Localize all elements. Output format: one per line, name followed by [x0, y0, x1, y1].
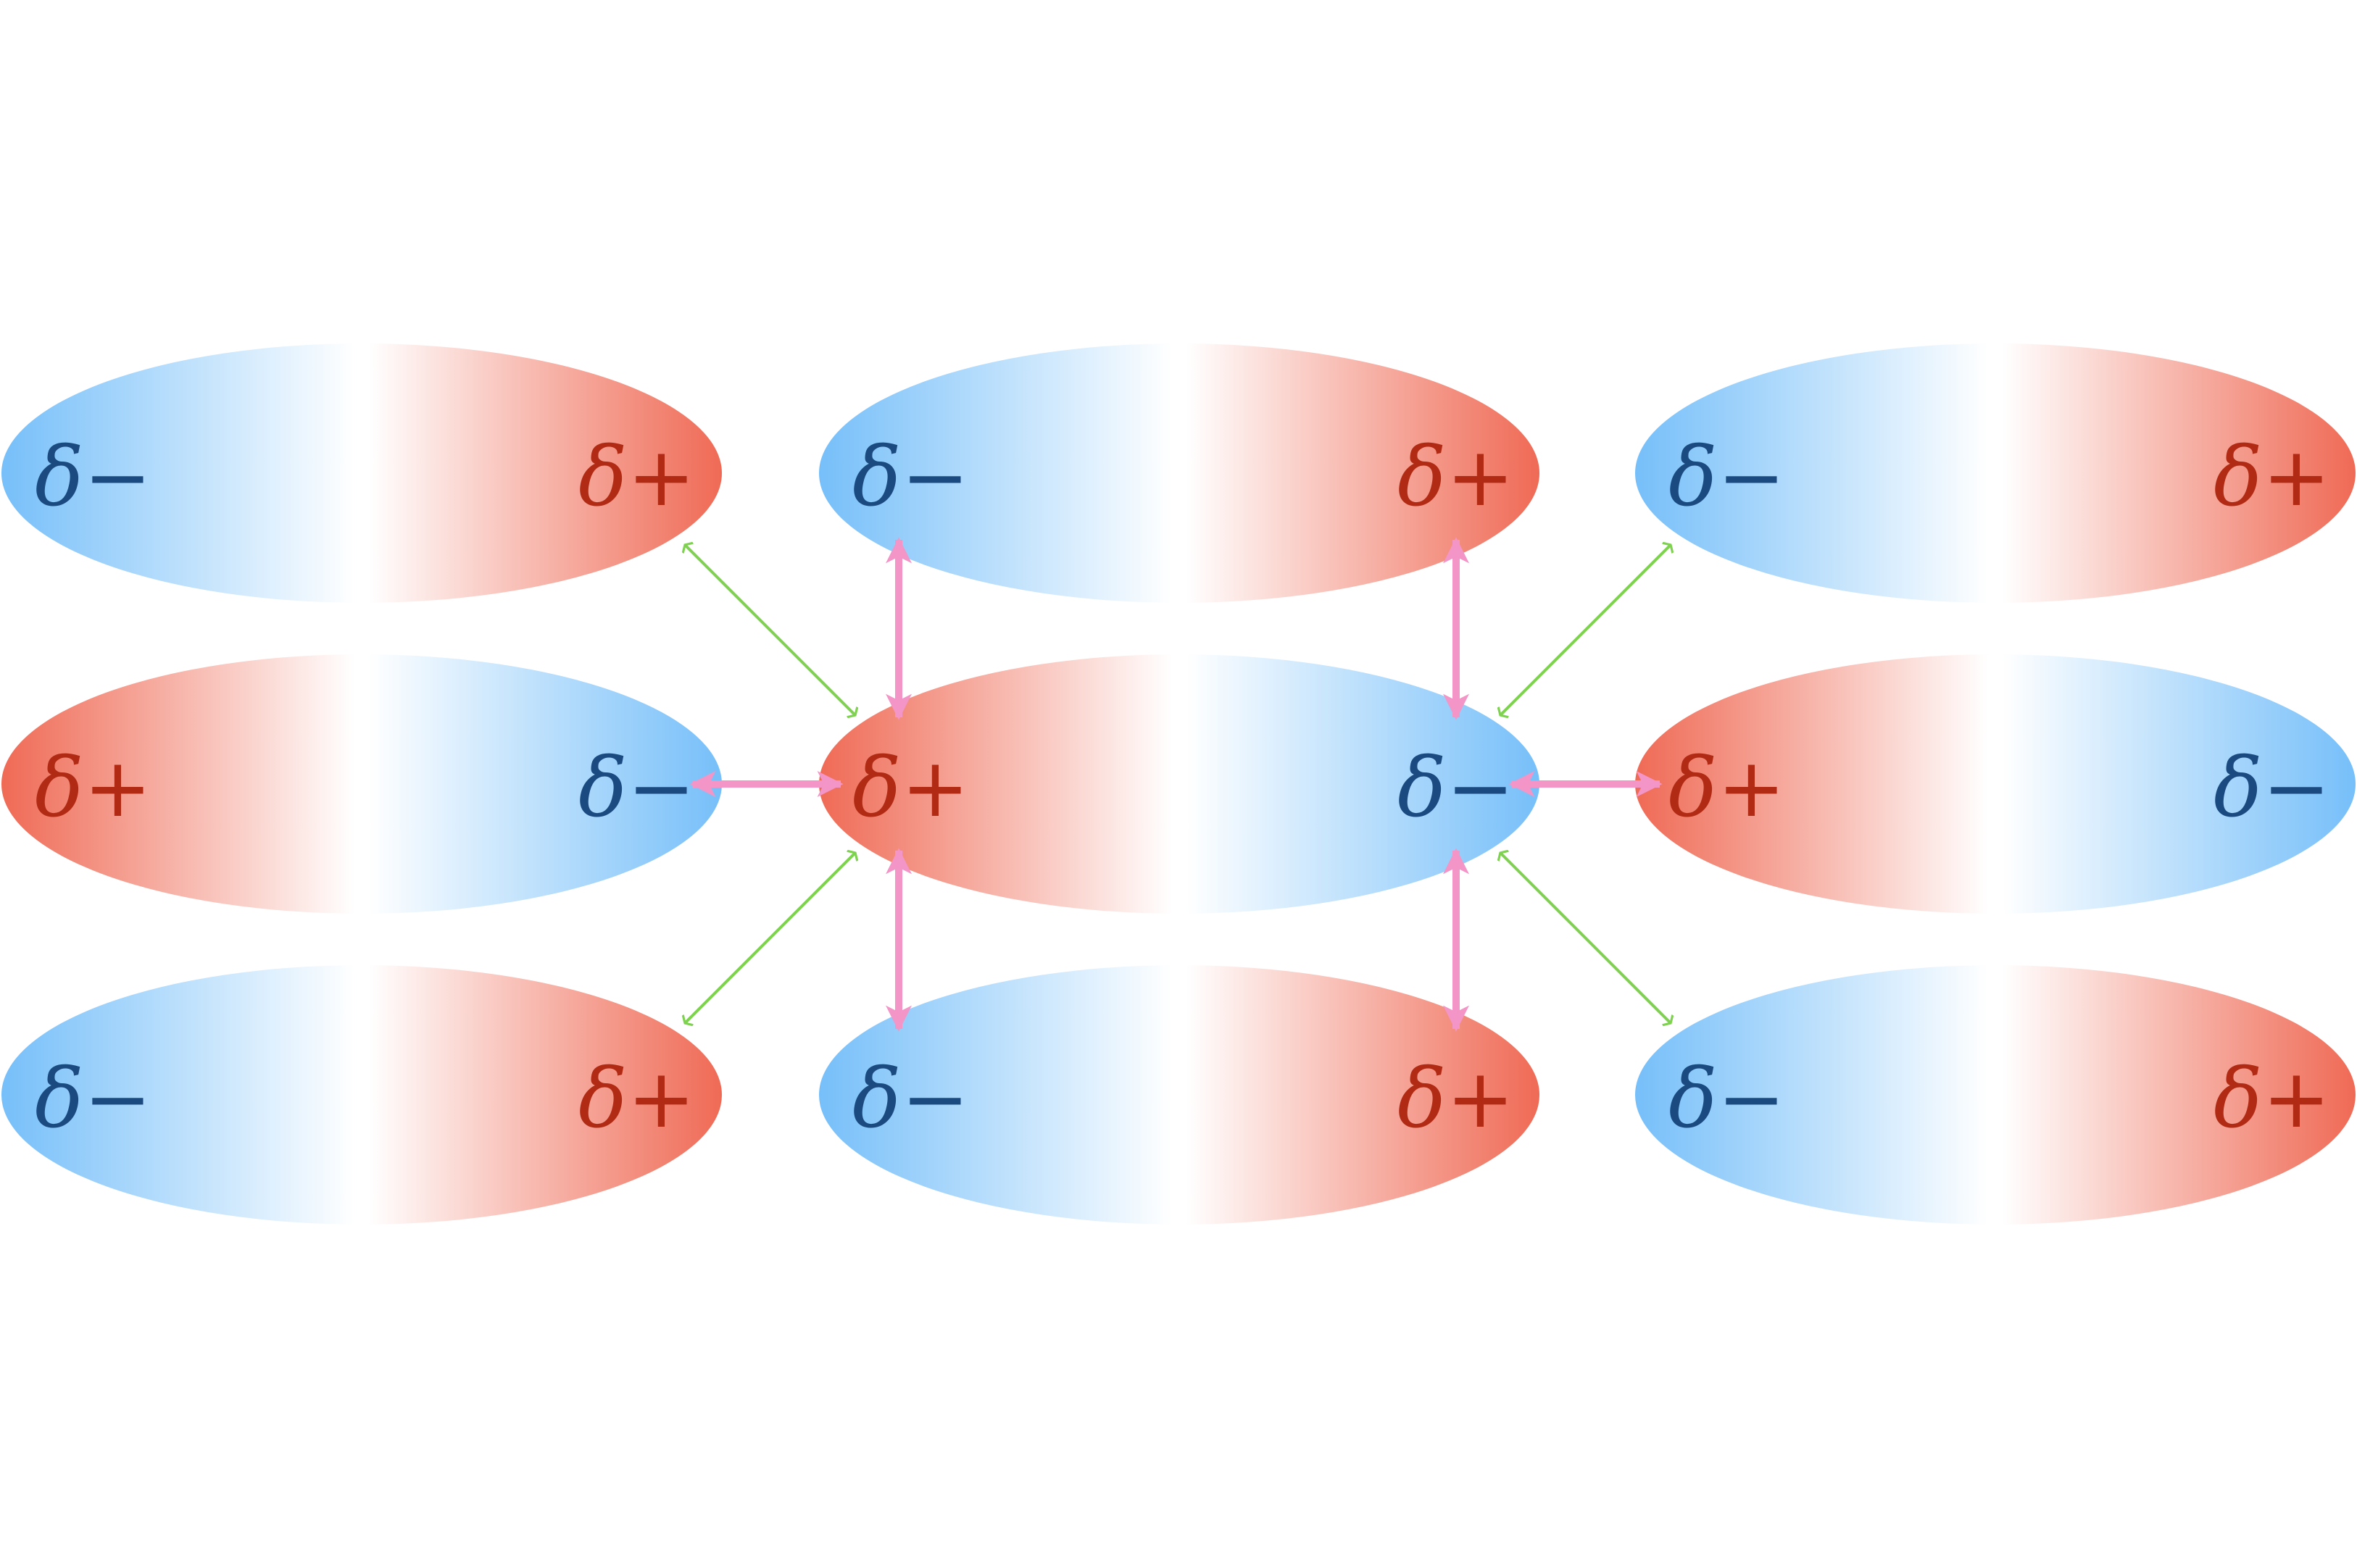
negative-charge-label: δ− — [1397, 741, 1514, 835]
repulsion-line-bottom-left — [685, 853, 855, 1023]
positive-charge-label: δ+ — [2213, 1052, 2330, 1146]
negative-charge-label: δ− — [2213, 741, 2330, 835]
negative-charge-label: δ− — [852, 1052, 969, 1146]
molecule-middle-right: δ+ δ− — [1635, 654, 2356, 914]
repulsion-lines — [685, 545, 1671, 1023]
repulsion-line-top-right — [1500, 545, 1671, 715]
positive-charge-label: δ+ — [1397, 430, 1514, 525]
repulsion-line-bottom-right — [1500, 853, 1671, 1023]
negative-charge-label: δ− — [852, 430, 969, 525]
positive-charge-label: δ+ — [2213, 430, 2330, 525]
negative-charge-label: δ− — [1668, 1052, 1785, 1146]
negative-charge-label: δ− — [35, 430, 151, 525]
molecule-bottom-left: δ− δ+ — [1, 965, 722, 1225]
molecule-top-left: δ− δ+ — [1, 343, 722, 603]
positive-charge-label: δ+ — [1668, 741, 1785, 835]
attraction-arrows — [689, 537, 1663, 1032]
molecule-top-center: δ− δ+ — [819, 343, 1539, 603]
positive-charge-label: δ+ — [578, 1052, 695, 1146]
positive-charge-label: δ+ — [35, 741, 151, 835]
positive-charge-label: δ+ — [578, 430, 695, 525]
molecule-top-right: δ− δ+ — [1635, 343, 2356, 603]
repulsion-line-top-left — [685, 545, 855, 715]
positive-charge-label: δ+ — [1397, 1052, 1514, 1146]
negative-charge-label: δ− — [35, 1052, 151, 1146]
molecule-middle-left: δ+ δ− — [1, 654, 722, 914]
negative-charge-label: δ− — [1668, 430, 1785, 525]
positive-charge-label: δ+ — [852, 741, 969, 835]
molecule-bottom-center: δ− δ+ — [819, 965, 1539, 1225]
negative-charge-label: δ− — [578, 741, 695, 835]
molecule-middle-center: δ+ δ− — [819, 654, 1539, 914]
molecule-bottom-right: δ− δ+ — [1635, 965, 2356, 1225]
